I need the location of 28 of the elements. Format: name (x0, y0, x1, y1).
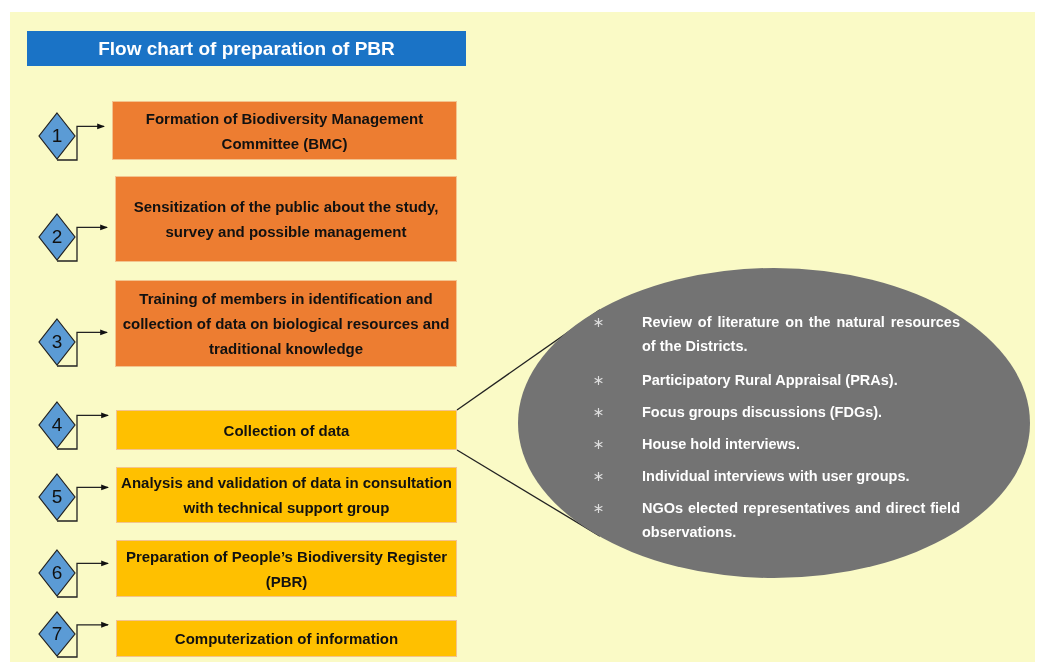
bullet-text: House hold interviews. (642, 435, 801, 454)
step-diamond: 5 (38, 473, 76, 521)
step-diamond: 2 (38, 213, 76, 261)
process-box: Collection of data (116, 410, 457, 450)
process-box: Computerization of information (116, 620, 457, 657)
elbow-arrow (56, 412, 109, 450)
bullet-text: Focus groups discussions (FDGs). (642, 403, 884, 422)
process-box: Formation of Biodiversity Management Committee (BMC) (112, 101, 457, 160)
process-box: Training of members in identification and collection of data on biological resources and traditional knowledge (115, 280, 457, 367)
elbow-arrow (56, 621, 109, 658)
elbow-arrow (56, 484, 109, 522)
process-box: Sensitization of the public about the study, survey and possible management (115, 176, 457, 262)
elbow-arrow (56, 560, 109, 598)
title-banner: Flow chart of preparation of PBR (27, 31, 466, 66)
bullet-text: Review of literature on the natural resources of the Districts. (642, 313, 960, 356)
elbow-arrow (56, 329, 108, 367)
step-diamond: 3 (38, 318, 76, 366)
bullet-text: NGOs elected representatives and direct field observations. (642, 499, 960, 542)
step-diamond: 7 (38, 611, 76, 657)
elbow-arrow (56, 123, 105, 161)
elbow-arrow (56, 224, 108, 262)
step-diamond: 4 (38, 401, 76, 449)
step-diamond: 6 (38, 549, 76, 597)
process-box: Preparation of People’s Biodiversity Register (PBR) (116, 540, 457, 597)
step-diamond: 1 (38, 112, 76, 160)
process-box: Analysis and validation of data in consultation with technical support group (116, 467, 457, 523)
bullet-text: Participatory Rural Appraisal (PRAs). (642, 371, 899, 390)
bullet-text: Individual interviews with user groups. (642, 467, 911, 486)
